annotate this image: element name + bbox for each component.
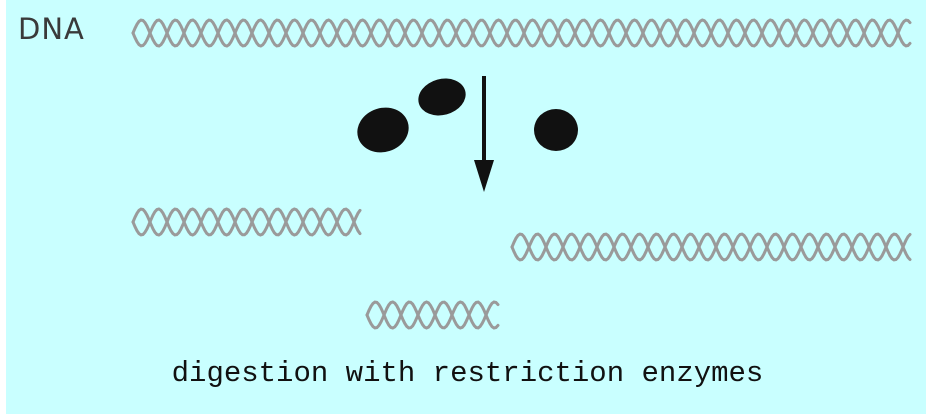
helix-backbone: [131, 18, 912, 48]
helix-backbone: [365, 300, 500, 330]
helix-backbone: [131, 207, 362, 237]
enzyme-left: [357, 107, 409, 153]
helix-backbone: [365, 300, 500, 330]
helix-backbone: [131, 207, 362, 237]
dna-fragment-2: [510, 232, 912, 262]
arrow-head: [474, 160, 494, 192]
dna-strand-full: [131, 18, 912, 48]
helix-backbone: [510, 232, 912, 262]
dna-fragment-1: [131, 207, 362, 237]
enzyme-middle: [418, 78, 466, 116]
restriction-enzymes: [357, 78, 578, 153]
digestion-arrow: [474, 76, 494, 192]
dna-label: DNA: [18, 12, 85, 46]
enzyme-right: [534, 109, 578, 151]
helix-backbone: [510, 232, 912, 262]
caption: digestion with restriction enzymes: [171, 357, 764, 390]
dna-fragment-3: [365, 300, 500, 330]
helix-backbone: [131, 18, 912, 48]
background-panel: [6, 0, 926, 414]
